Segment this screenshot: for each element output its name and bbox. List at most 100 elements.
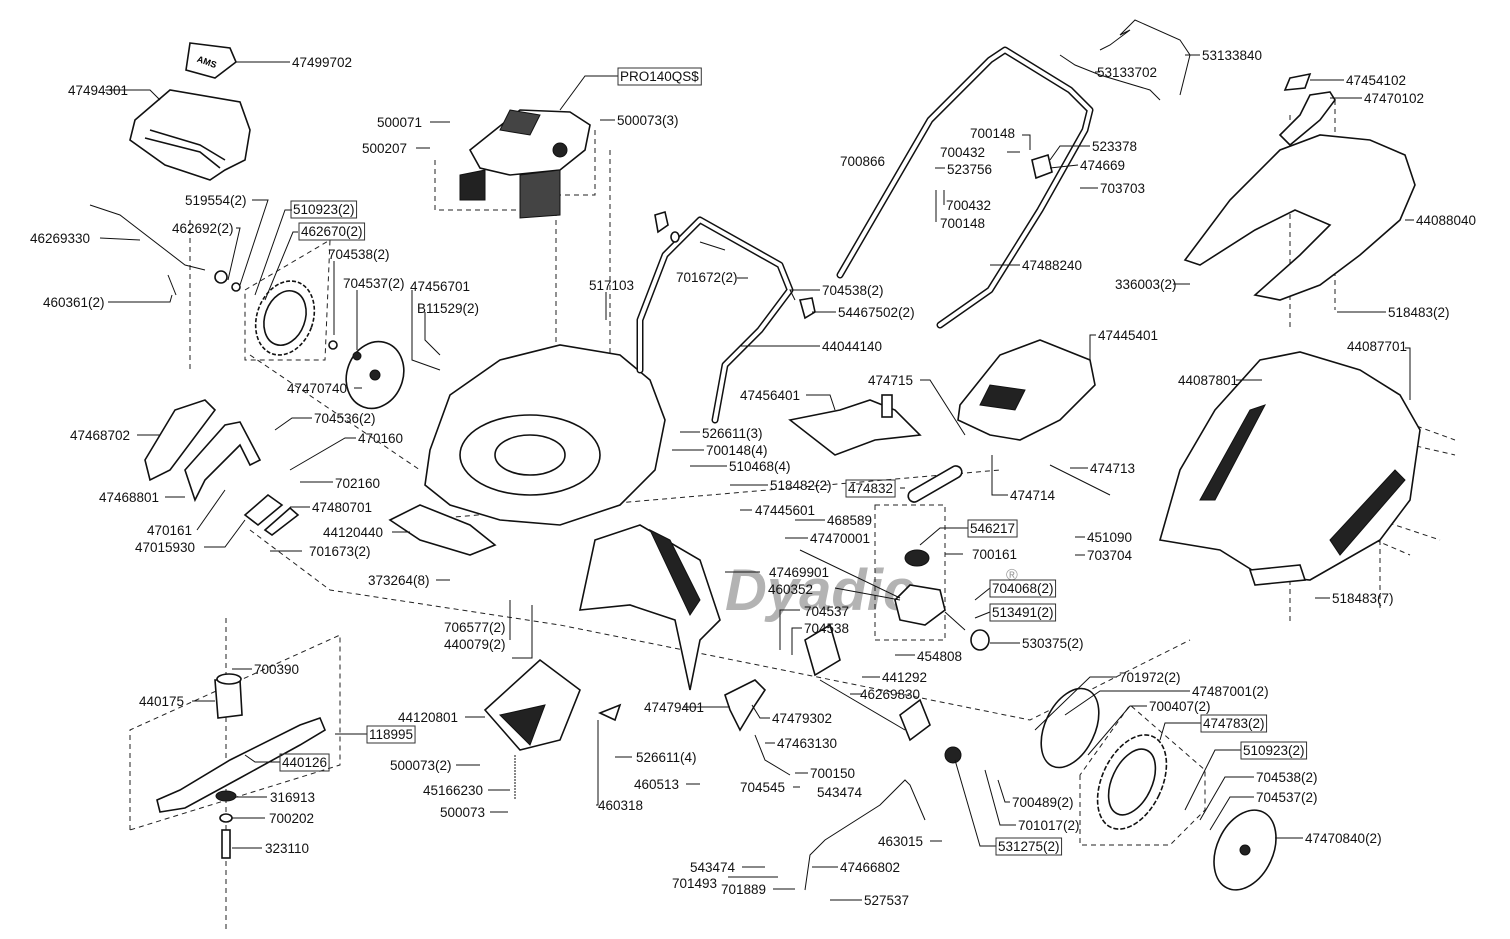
part-label[interactable]: 513491(2): [989, 603, 1057, 622]
upper-handle-part[interactable]: [836, 46, 1094, 329]
part-label[interactable]: 700407(2): [1149, 699, 1211, 714]
part-number[interactable]: 704538(2): [328, 247, 390, 262]
part-number[interactable]: B11529(2): [417, 301, 479, 316]
part-number[interactable]: 700148: [970, 126, 1015, 141]
part-number[interactable]: 47468702: [70, 428, 130, 443]
part-number[interactable]: 462692(2): [172, 221, 234, 236]
part-label[interactable]: 451090: [1087, 530, 1132, 545]
part-label[interactable]: 336003(2): [1115, 277, 1177, 292]
part-label[interactable]: 47470102: [1364, 91, 1424, 106]
part-label[interactable]: 510468(4): [729, 459, 791, 474]
part-label[interactable]: 47463130: [777, 736, 837, 751]
badge-part[interactable]: AMS: [185, 42, 237, 79]
part-number[interactable]: 460513: [634, 777, 679, 792]
part-number[interactable]: 47466802: [840, 860, 900, 875]
part-number[interactable]: 500207: [362, 141, 407, 156]
part-number[interactable]: 440175: [139, 694, 184, 709]
part-number[interactable]: 523378: [1092, 139, 1137, 154]
part-number[interactable]: 47470001: [810, 531, 870, 546]
part-number[interactable]: 500073: [440, 805, 485, 820]
part-number[interactable]: 468589: [827, 513, 872, 528]
part-label[interactable]: 526611(3): [702, 426, 763, 441]
part-label[interactable]: 47468801: [99, 490, 159, 505]
part-label[interactable]: 440126: [279, 753, 330, 772]
part-label[interactable]: 462692(2): [172, 221, 234, 236]
part-number[interactable]: 500073(3): [617, 113, 679, 128]
part-number[interactable]: 47470102: [1364, 91, 1424, 106]
part-number[interactable]: 47480701: [312, 500, 372, 515]
part-number[interactable]: 441292: [882, 670, 927, 685]
part-number[interactable]: 518483(2): [1388, 305, 1450, 320]
part-label[interactable]: 460513: [634, 777, 679, 792]
part-number[interactable]: 47470740: [287, 381, 347, 396]
part-number[interactable]: 700866: [840, 154, 885, 169]
part-label[interactable]: 510923(2): [290, 200, 358, 219]
part-label[interactable]: 47470740: [287, 381, 347, 396]
part-label[interactable]: 47494301: [68, 83, 128, 98]
part-number[interactable]: 704068(2): [992, 581, 1054, 596]
part-number[interactable]: 44087801: [1178, 373, 1238, 388]
part-label[interactable]: 518483(2): [1388, 305, 1450, 320]
part-number[interactable]: 526611(3): [702, 426, 763, 441]
part-label[interactable]: 704537(2): [343, 276, 405, 291]
part-number[interactable]: 460361(2): [43, 295, 105, 310]
part-label[interactable]: 523378: [1092, 139, 1137, 154]
part-label[interactable]: 700432: [940, 145, 985, 160]
part-label[interactable]: 47470840(2): [1305, 831, 1382, 846]
part-number[interactable]: 47499702: [292, 55, 352, 70]
front-baffle-part[interactable]: [144, 399, 300, 536]
part-number[interactable]: 543474: [817, 785, 863, 800]
part-number[interactable]: 546217: [970, 521, 1015, 536]
part-label[interactable]: 700148: [970, 126, 1015, 141]
part-number[interactable]: 47454102: [1346, 73, 1406, 88]
bag-lid-part[interactable]: [957, 339, 1096, 441]
rear-lever-part[interactable]: [724, 679, 791, 776]
part-number[interactable]: 701972(2): [1119, 670, 1181, 685]
mower-deck-part[interactable]: [388, 344, 666, 556]
part-label[interactable]: 704538(2): [1256, 770, 1318, 785]
part-number[interactable]: 474713: [1090, 461, 1135, 476]
part-label[interactable]: 316913: [270, 790, 315, 805]
part-label[interactable]: 46269330: [30, 231, 90, 246]
part-number[interactable]: 704545: [740, 780, 785, 795]
part-label[interactable]: 700390: [254, 662, 299, 677]
rear-chute-part[interactable]: [578, 524, 721, 691]
part-number[interactable]: PRO140QS$: [620, 69, 699, 84]
part-label[interactable]: 518483(7): [1332, 591, 1394, 606]
part-number[interactable]: 703704: [1087, 548, 1133, 563]
part-label[interactable]: 543474: [690, 860, 736, 875]
part-number[interactable]: 47463130: [777, 736, 837, 751]
part-number[interactable]: 47445601: [755, 503, 815, 518]
part-number[interactable]: 47468801: [99, 490, 159, 505]
part-number[interactable]: 701673(2): [309, 544, 371, 559]
part-number[interactable]: 44120801: [398, 710, 458, 725]
part-label[interactable]: 47466802: [840, 860, 900, 875]
part-label[interactable]: 470161: [147, 523, 192, 538]
part-number[interactable]: 531275(2): [998, 839, 1060, 854]
part-number[interactable]: 474715: [868, 373, 913, 388]
part-number[interactable]: 704537: [804, 604, 849, 619]
part-label[interactable]: 500073: [440, 805, 485, 820]
part-number[interactable]: 700432: [946, 198, 991, 213]
part-label[interactable]: 460361(2): [43, 295, 105, 310]
part-number[interactable]: 474783(2): [1203, 716, 1265, 731]
part-number[interactable]: 47494301: [68, 83, 128, 98]
part-label[interactable]: 460318: [598, 798, 643, 813]
part-label[interactable]: 441292: [882, 670, 927, 685]
part-label[interactable]: 704538(2): [822, 283, 884, 298]
part-number[interactable]: 701889: [721, 882, 766, 897]
part-label[interactable]: 704068(2): [989, 579, 1057, 598]
part-label[interactable]: 700161: [972, 547, 1017, 562]
part-number[interactable]: 703703: [1100, 181, 1145, 196]
part-label[interactable]: 704538: [804, 621, 849, 636]
part-label[interactable]: 474715: [868, 373, 913, 388]
part-number[interactable]: 323110: [265, 841, 309, 856]
part-label[interactable]: 474832: [845, 479, 896, 498]
part-label[interactable]: 44044140: [822, 339, 882, 354]
part-label[interactable]: 543474: [817, 785, 863, 800]
part-number[interactable]: 373264(8): [368, 573, 430, 588]
part-number[interactable]: 47470840(2): [1305, 831, 1382, 846]
part-label[interactable]: 706577(2): [444, 620, 506, 635]
part-label[interactable]: 440175: [139, 694, 184, 709]
part-label[interactable]: 44087801: [1178, 373, 1238, 388]
